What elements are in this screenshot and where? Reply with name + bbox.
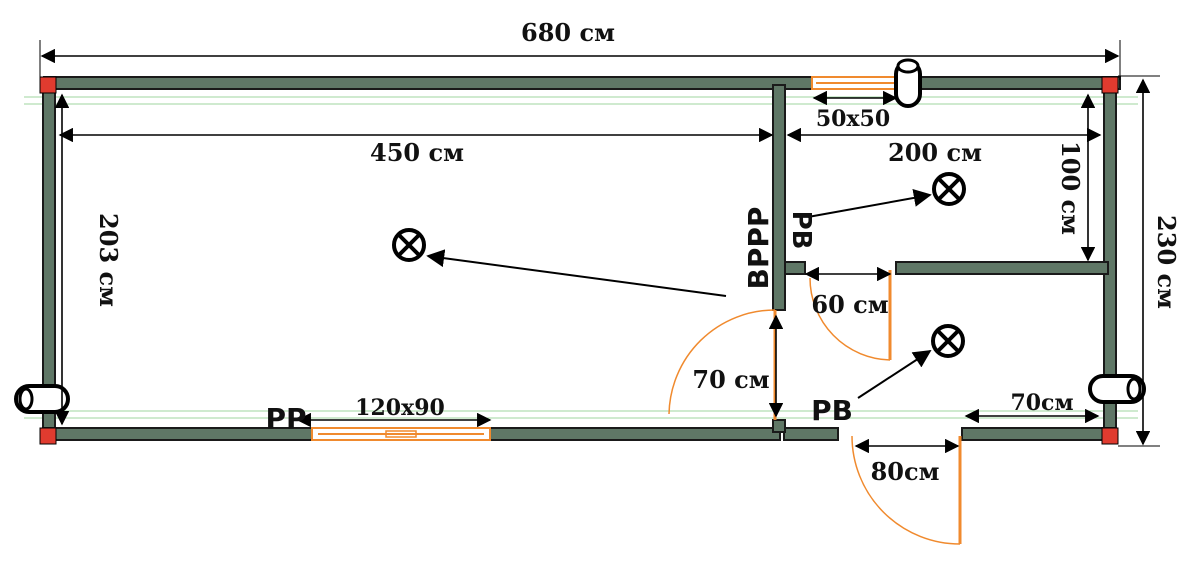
dim-small-room-width: 200 см (888, 138, 982, 167)
guide-lines (24, 96, 1138, 419)
label-rv-bottom: РВ (811, 394, 853, 427)
wall-top-right (897, 76, 1121, 90)
dim-small-room-height: 100 см (1056, 141, 1085, 235)
dimension-lines (39, 40, 1160, 454)
wall-bottom-4 (961, 427, 1115, 441)
partition-bottom-stub (772, 419, 786, 433)
door-arc-entrance (851, 435, 961, 545)
window-top (811, 76, 899, 90)
pipe-icon (14, 384, 70, 414)
walls (42, 76, 1121, 441)
dim-main-room-width: 450 см (370, 138, 464, 167)
dim-main-room-height: 203 см (94, 213, 123, 307)
corner-markers (39, 76, 1119, 445)
wall-bottom-2 (489, 427, 781, 441)
window-bottom (311, 427, 491, 441)
wall-top-left (43, 76, 813, 90)
door-arc-inner (809, 277, 891, 361)
dim-entrance-width: 80см (871, 457, 940, 486)
pipe-icon (1088, 374, 1146, 404)
dim-right-segment: 70см (1010, 390, 1073, 416)
label-rv-vertical: РВ (786, 211, 816, 250)
window-bottom-size: 120x90 (355, 395, 445, 421)
light-fixture-icon (932, 172, 966, 206)
wall-bottom-3 (783, 427, 839, 441)
switch-arrows (426, 189, 932, 399)
dim-overall-height: 230 см (1152, 215, 1181, 309)
dim-overall-width: 680 см (521, 18, 615, 47)
partition-stub (784, 261, 806, 275)
pipe-icon (894, 58, 922, 108)
partition-horizontal (895, 261, 1109, 275)
label-rr-bottom: РР (265, 402, 306, 435)
light-fixture-icon (931, 324, 965, 358)
label-vr-vertical: ВРРР (742, 207, 775, 290)
window-top-size: 50x50 (816, 106, 890, 132)
door-arc-main (668, 309, 776, 415)
dim-main-door-width: 70 см (692, 365, 769, 394)
partition-vertical (772, 84, 786, 311)
light-fixture-icon (392, 228, 426, 262)
dim-inner-door-width: 60 см (811, 290, 888, 319)
